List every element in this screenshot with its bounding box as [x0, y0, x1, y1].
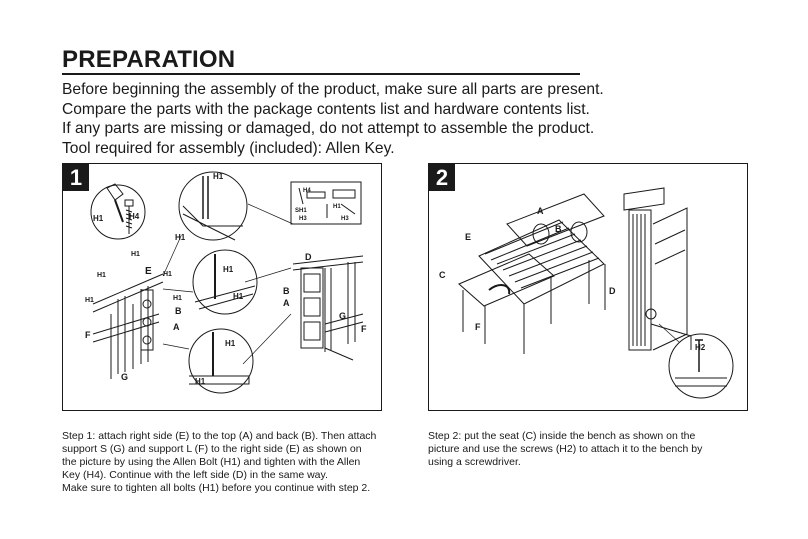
caption-line: support S (G) and support L (F) to the r… [62, 443, 362, 455]
step1-number-badge: 1 [63, 164, 89, 191]
label-h1: H1 [223, 265, 234, 274]
caption-line: Key (H4). Continue with the left side (D… [62, 469, 328, 481]
bench-side-detail [623, 187, 692, 351]
top-rail-outline [182, 205, 243, 227]
side-bolt-detail-circle [192, 249, 258, 315]
top-bolt-detail-circle [178, 171, 248, 241]
caption-line: the picture by using the Allen Bolt (H1)… [62, 456, 361, 468]
side-rail-outline [194, 285, 256, 310]
label-a: A [537, 206, 544, 216]
caption-line: using a screwdriver. [428, 456, 521, 468]
label-h2: H2 [695, 343, 706, 352]
intro-line: If any parts are missing or damaged, do … [62, 120, 595, 137]
bolt-head-icon [124, 199, 134, 207]
label-c: C [439, 270, 446, 280]
label-g: G [339, 311, 346, 321]
right-side-assembly [92, 273, 164, 379]
label-h1: H1 [131, 251, 140, 258]
label-h1: H1 [333, 204, 341, 210]
screw-icon [695, 339, 703, 372]
allen-key-icon [106, 183, 124, 201]
intro-line: Before beginning the assembly of the pro… [62, 81, 604, 98]
label-h1: H1 [225, 339, 236, 348]
hardware-inset-box [290, 181, 362, 225]
intro-line: Tool required for assembly (included): A… [62, 139, 395, 157]
label-h1: H1 [85, 297, 94, 304]
label-a: A [283, 298, 290, 308]
label-f: F [361, 324, 367, 334]
label-h3: H3 [299, 216, 307, 222]
step2-diagram: A B E C D F H2 [439, 187, 734, 399]
label-a: A [173, 322, 180, 332]
lower-bolt-detail-circle [188, 328, 254, 394]
label-d: D [609, 286, 616, 296]
step2-caption: Step 2: put the seat (C) inside the benc… [428, 430, 738, 469]
bench-illustration [458, 193, 606, 354]
step1-diagram: H1 H4 H1 H1 H1 H1 H1 H1 H4 SH1 H3 H1 H3 … [85, 171, 367, 394]
label-e: E [465, 232, 471, 242]
bolt-pair-icon [202, 176, 209, 219]
allen-key-detail-circle [90, 184, 146, 240]
label-d: D [305, 252, 312, 262]
label-h3: H3 [341, 216, 349, 222]
label-h1: H1 [175, 233, 186, 242]
label-h1: H1 [163, 271, 172, 278]
label-b: B [555, 224, 562, 234]
intro-text: Before beginning the assembly of the pro… [62, 80, 762, 158]
step1-caption: Step 1: attach right side (E) to the top… [62, 430, 412, 495]
label-f: F [85, 330, 91, 340]
label-f: F [475, 322, 481, 332]
intro-line: Compare the parts with the package conte… [62, 100, 590, 118]
hardware-parts-icon [298, 187, 356, 205]
caption-line: Make sure to tighten all bolts (H1) befo… [62, 482, 371, 494]
leader-line [658, 323, 680, 343]
label-h1: H1 [97, 272, 106, 279]
screw-detail-circle [668, 333, 734, 399]
label-h4: H4 [129, 212, 140, 221]
caption-line: Step 2: put the seat (C) inside the benc… [428, 430, 696, 442]
label-h4: H4 [303, 188, 311, 194]
label-h1: H1 [213, 172, 224, 181]
caption-line: picture and use the screws (H2) to attac… [428, 443, 703, 455]
top-rail-edge [182, 213, 236, 241]
step2-diagram-panel: A B E C D F H2 2 [428, 163, 748, 411]
step1-diagram-panel: H1 H4 H1 H1 H1 H1 H1 H1 H4 SH1 H3 H1 H3 … [62, 163, 382, 411]
label-h1: H1 [93, 214, 104, 223]
seat-rail-outline [675, 377, 727, 387]
assembled-side-frame [292, 255, 364, 361]
label-g: G [121, 372, 128, 382]
step2-number-badge: 2 [429, 164, 455, 191]
label-sh1: SH1 [295, 208, 307, 214]
page-title: PREPARATION [62, 46, 236, 73]
leader-lines [162, 203, 294, 365]
allen-key-shaft [114, 199, 124, 223]
label-h1: H1 [233, 292, 244, 301]
label-h1: H1 [173, 295, 182, 302]
bolt-thread-icon [125, 206, 133, 234]
label-b: B [283, 286, 290, 296]
title-underline [62, 73, 580, 75]
label-b: B [175, 306, 182, 316]
label-e: E [145, 266, 152, 277]
label-h1: H1 [195, 377, 206, 386]
hardware-screws-icon [326, 203, 356, 218]
lower-rail-outline [189, 375, 250, 385]
caption-line: Step 1: attach right side (E) to the top… [62, 430, 377, 442]
